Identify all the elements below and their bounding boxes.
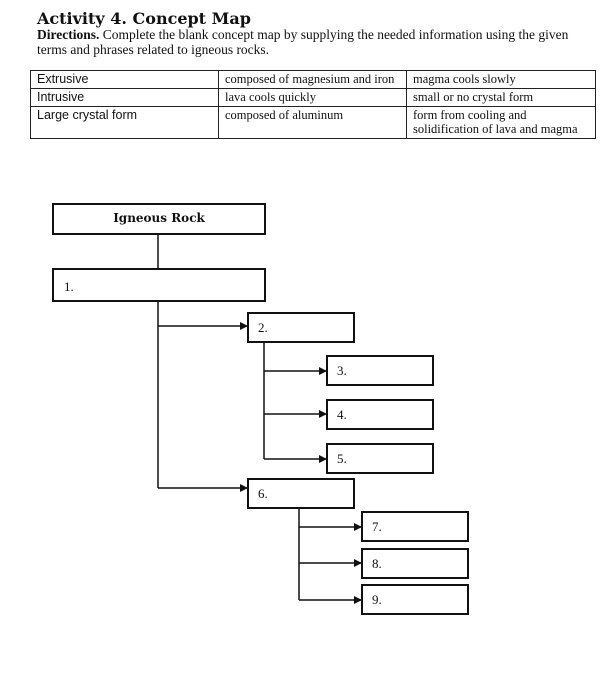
concept-box-4[interactable]: 4. (326, 399, 434, 430)
box-number: 9. (372, 592, 382, 607)
concept-box-7[interactable]: 7. (361, 511, 469, 542)
terms-table: Extrusive composed of magnesium and iron… (30, 70, 596, 139)
root-box: Igneous Rock (52, 203, 266, 235)
term-cell: composed of aluminum (218, 106, 407, 139)
box-number: 1. (64, 279, 74, 294)
directions-label: Directions. (37, 27, 100, 42)
box-number: 4. (337, 407, 347, 422)
box-number: 3. (337, 363, 347, 378)
term-cell: small or no crystal form (406, 88, 596, 107)
table-row: Large crystal form composed of aluminum … (30, 106, 596, 139)
concept-box-6[interactable]: 6. (247, 478, 355, 509)
root-label: Igneous Rock (113, 211, 205, 225)
directions-text: Directions. Complete the blank concept m… (37, 27, 577, 57)
concept-box-2[interactable]: 2. (247, 312, 355, 343)
box-number: 5. (337, 451, 347, 466)
concept-box-8[interactable]: 8. (361, 548, 469, 579)
concept-box-3[interactable]: 3. (326, 355, 434, 386)
directions-body: Complete the blank concept map by supply… (37, 27, 569, 57)
table-row: Extrusive composed of magnesium and iron… (30, 70, 596, 89)
activity-title: Activity 4. Concept Map (37, 9, 251, 28)
concept-box-9[interactable]: 9. (361, 584, 469, 615)
term-cell: form from cooling and solidification of … (406, 106, 596, 139)
term-cell: Large crystal form (30, 106, 219, 139)
box-number: 6. (258, 486, 268, 501)
term-cell: magma cools slowly (406, 70, 596, 89)
concept-box-1[interactable]: 1. (52, 268, 266, 302)
concept-box-5[interactable]: 5. (326, 443, 434, 474)
term-cell: composed of magnesium and iron (218, 70, 407, 89)
term-cell: Extrusive (30, 70, 219, 89)
box-number: 7. (372, 519, 382, 534)
box-number: 2. (258, 320, 268, 335)
box-number: 8. (372, 556, 382, 571)
